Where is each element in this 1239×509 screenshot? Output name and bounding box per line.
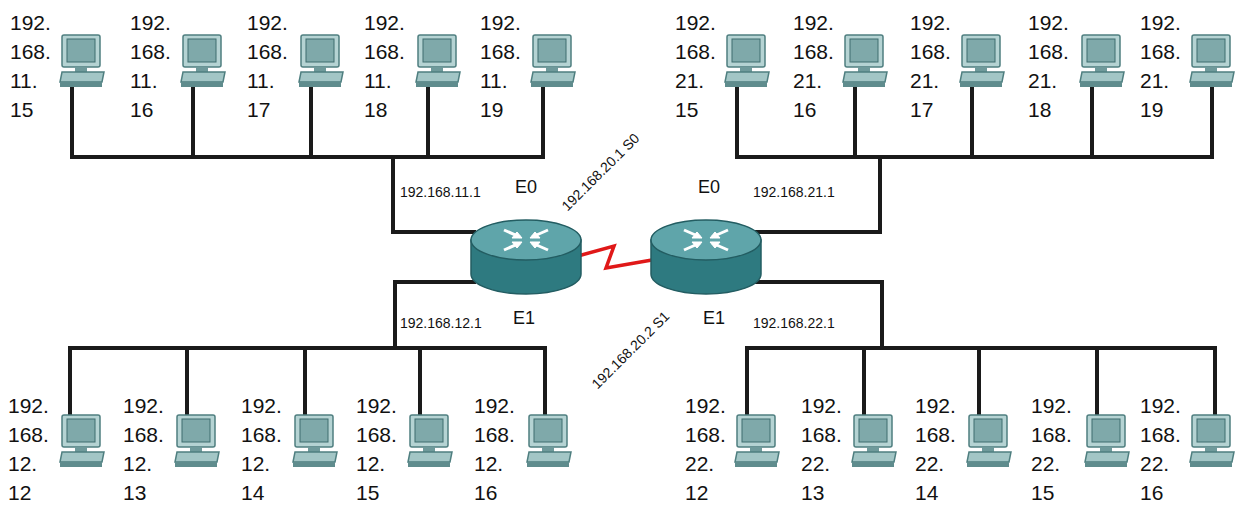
serial-address: 192.168.20.2 S1 — [588, 308, 672, 392]
host-address: 192. 168. 11. 17 — [247, 8, 288, 124]
host-address: 192. 168. 12. 16 — [474, 391, 515, 507]
host-address: 192. 168. 11. 18 — [364, 8, 405, 124]
host-address: 192. 168. 21. 16 — [793, 8, 834, 124]
host-address: 192. 168. 11. 15 — [10, 8, 51, 124]
interface-address: 192.168.22.1 — [752, 315, 836, 331]
interface-name: E0 — [515, 177, 537, 197]
host-address: 192. 168. 11. 16 — [130, 8, 171, 124]
interface-address: 192.168.21.1 — [752, 184, 836, 200]
host-address: 192. 168. 12. 15 — [356, 391, 397, 507]
interface-address: 192.168.12.1 — [399, 315, 483, 331]
host-address: 192. 168. 22. 12 — [685, 391, 726, 507]
interface-name: E1 — [513, 308, 535, 328]
host-address: 192. 168. 12. 13 — [123, 391, 164, 507]
host-address: 192. 168. 12. 14 — [241, 391, 282, 507]
interface-address: 192.168.11.1 — [399, 184, 482, 200]
host-address: 192. 168. 21. 17 — [910, 8, 951, 124]
serial-address: 192.168.20.1 S0 — [558, 130, 642, 214]
host-address: 192. 168. 21. 19 — [1140, 8, 1181, 124]
host-address: 192. 168. 22. 14 — [915, 391, 956, 507]
host-address: 192. 168. 22. 15 — [1031, 391, 1072, 507]
host-address: 192. 168. 21. 15 — [675, 8, 716, 124]
host-address: 192. 168. 22. 16 — [1140, 391, 1181, 507]
host-address: 192. 168. 12. 12 — [8, 391, 49, 507]
host-address: 192. 168. 21. 18 — [1028, 8, 1069, 124]
host-address: 192. 168. 22. 13 — [801, 391, 842, 507]
interface-name: E0 — [698, 177, 720, 197]
host-address: 192. 168. 11. 19 — [480, 8, 521, 124]
interface-name: E1 — [703, 308, 725, 328]
